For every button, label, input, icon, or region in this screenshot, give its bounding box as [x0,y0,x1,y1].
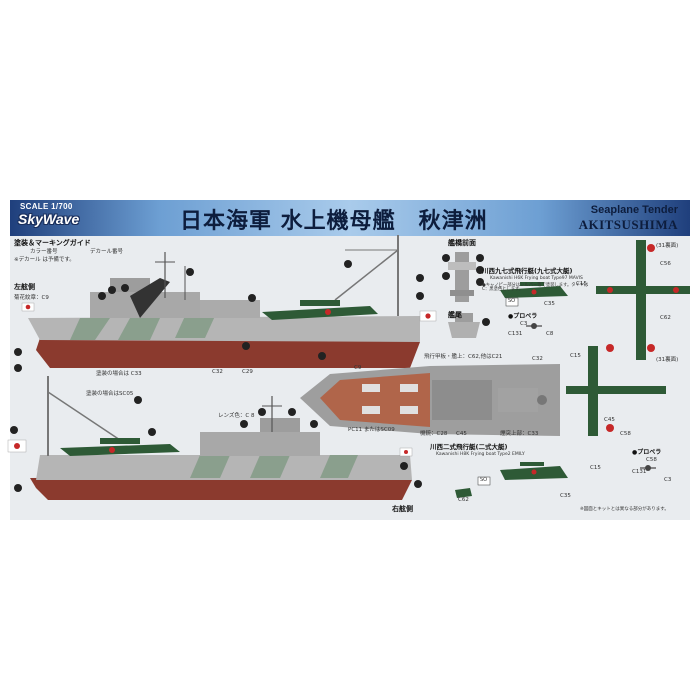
title-english-type: Seaplane Tender [590,204,678,216]
mavis-propeller-title: ●プロペラ [508,313,538,320]
stern-label: 艦尾 [448,311,462,319]
mavis-c15: C15 [576,281,587,287]
emily-title: 川西二式飛行艇(二式大艇) [430,443,508,451]
emily-prop-c3: C3 [664,477,672,483]
mavis-c62: C62 [660,315,671,321]
deck-c45: C45 [456,431,467,437]
mavis-c15-b: C15 [570,353,581,359]
port-side-ship [14,235,437,372]
footnote: ※図面とキットとは異なる部分があります。 [580,507,669,512]
title-japanese: 日本海軍 水上機母艦 秋津洲 [180,208,488,234]
deck-funnel-c33: 煙突上部：C33 [500,431,539,437]
mavis-c58: C58 [620,431,631,437]
deck-pc11: PC11 またはSC09 [348,427,395,433]
legend-note: ※デカール は予備です。 [14,257,75,263]
mavis-c35: C35 [544,301,555,307]
brand-logo: SkyWave [18,211,80,227]
emily-c62: C62 [458,497,469,503]
deck-plan-view [300,364,560,436]
deck-c28: 機銃：C28 [420,431,448,437]
emily-aircraft [455,344,666,498]
paint-note-c33: 塗装の場合は C33 [96,371,142,377]
port-callout-c32: C32 [212,369,223,375]
port-side-label: 左舷側 [14,283,35,291]
emily-prop-c131: C131 [632,469,647,475]
mavis-prop-c3: C3 [520,321,528,327]
starboard-side-ship [7,376,422,500]
mavis-so: SO [508,298,516,304]
so-box-emily [477,476,491,486]
deck-note: 飛行甲板・艦上：C62,他はC21 [424,354,503,360]
stern-view [448,313,490,338]
port-callout-c29: C29 [242,369,253,375]
mavis-note: ●キャノピー部分はシルバー等で塗装します。タイヤはC：黒塗色とします。 [482,283,589,293]
mavis-decal-31-a: (31裏面) [656,243,679,249]
bridge-front-view [442,252,484,302]
bridge-front-label: 艦橋前面 [448,239,476,247]
scale-label: SCALE 1/700 [20,202,73,211]
mavis-title: 川西九七式飛行艇(九七式大艇) [482,267,573,275]
emily-c35: C35 [560,493,571,499]
mavis-prop-c131: C131 [508,331,523,337]
emily-prop-c58: C58 [646,457,657,463]
guide-title: 塗装＆マーキングガイド [14,239,91,247]
chrysanthemum-label: 菊花紋章：C9 [14,295,49,301]
emily-c15: C15 [590,465,601,471]
deck-c32: C32 [532,356,543,362]
paint-note-sc05: 塗装の場合はSC05 [86,391,134,397]
legend-decal: デカール番号 [90,249,124,255]
so-box-mavis [505,297,519,307]
title-english-name: AKITSUSHIMA [578,217,678,232]
emily-subtitle: Kawanishi H8K Frying boat Type2 EMILY [436,452,525,457]
mavis-prop-c8: C8 [546,331,554,337]
mavis-subtitle: Kawanishi H6K Frying boat Type97 MAVIS [490,276,583,281]
port-callout-c9: C9 [354,365,362,371]
legend-color: カラー番号 [30,249,58,255]
mavis-aircraft [500,240,690,360]
mavis-c56: C56 [660,261,671,267]
emily-so: SO [480,477,488,483]
title-banner [10,200,690,236]
mavis-c45: C45 [604,417,615,423]
emily-propeller-title: ●プロペラ [632,449,662,456]
mavis-decal-31-b: (31裏面) [656,357,679,363]
lens-color-label: レンズ色：C 8 [218,413,255,419]
starboard-side-label: 右舷側 [392,505,413,513]
